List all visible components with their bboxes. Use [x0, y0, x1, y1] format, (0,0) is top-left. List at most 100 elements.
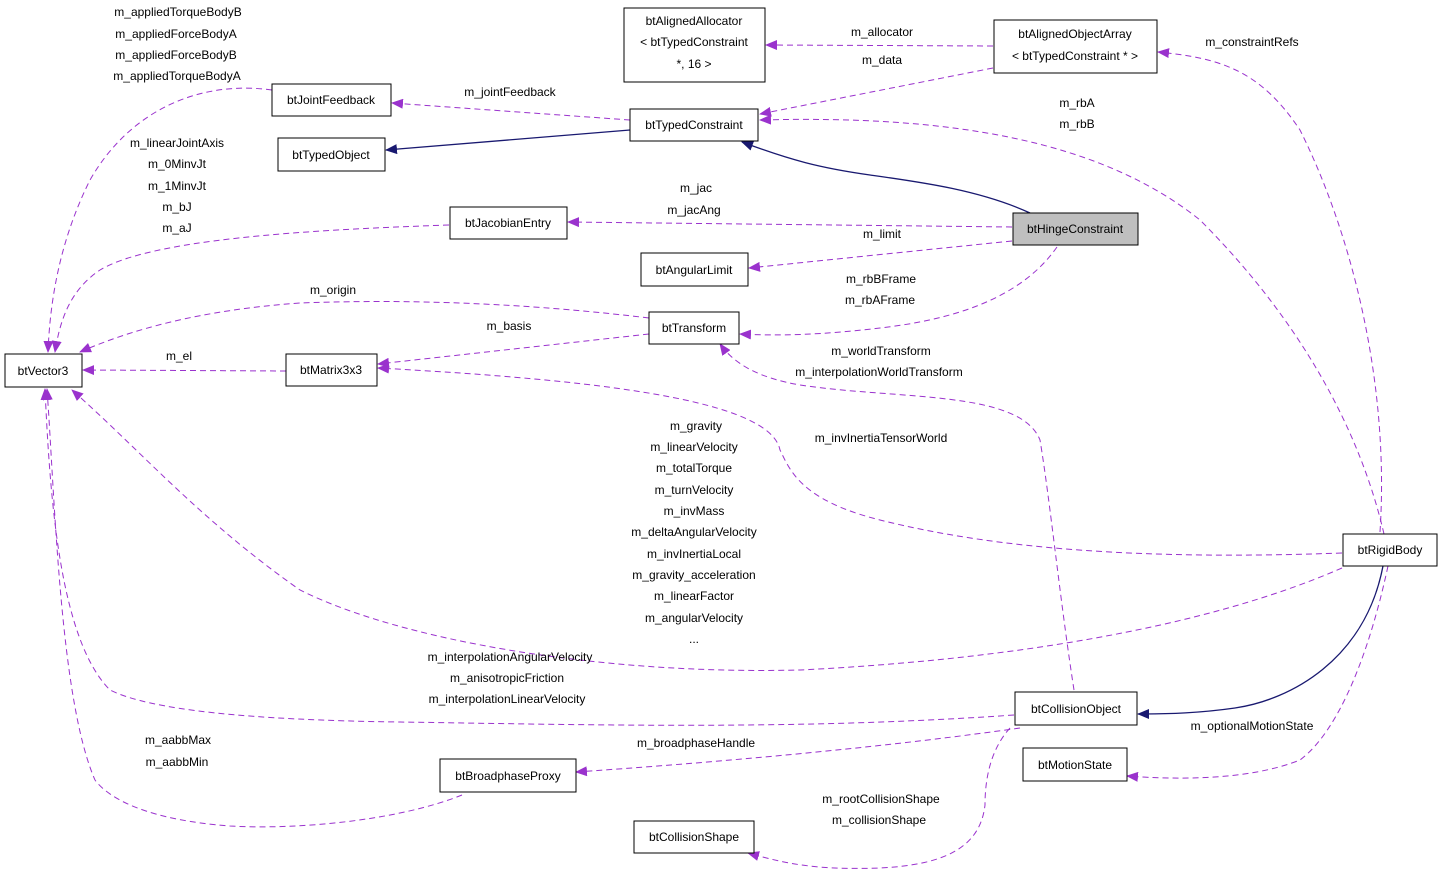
node-label: btVector3 [18, 364, 69, 378]
label-data: m_data [862, 53, 902, 67]
edge-label-text: m_rootCollisionShape [822, 792, 940, 806]
label-basis: m_basis [487, 319, 532, 333]
node-btrigidbody[interactable]: btRigidBody [1342, 533, 1438, 567]
edge-label-text: m_optionalMotionState [1191, 719, 1314, 733]
node-label: btTransform [662, 321, 726, 335]
edge-label-text: m_interpolationAngularVelocity [428, 650, 593, 664]
edge-label-text: m_data [862, 53, 902, 67]
label-origin: m_origin [310, 283, 356, 297]
edge-label-text: m_appliedForceBodyB [115, 48, 236, 62]
edge-label-text: m_jacAng [667, 203, 720, 217]
node-btbroadphaseproxy[interactable]: btBroadphaseProxy [439, 758, 577, 793]
node-label: btTypedObject [292, 148, 370, 162]
edge-collision-shape [747, 727, 1011, 869]
node-btalignedobjectarray[interactable]: btAlignedObjectArray < btTypedConstraint… [993, 19, 1158, 74]
node-btcollisionobject[interactable]: btCollisionObject [1014, 691, 1138, 726]
node-btvector3[interactable]: btVector3 [4, 353, 83, 388]
edge-label-text: m_bJ [162, 200, 191, 214]
edge-constraint-refs [1157, 48, 1383, 533]
edge-label-text: m_basis [487, 319, 532, 333]
node-label: btJointFeedback [287, 93, 376, 107]
label-limit: m_limit [863, 227, 902, 241]
edge-label-text: m_origin [310, 283, 356, 297]
edge-label-text: m_interpolationWorldTransform [795, 365, 962, 379]
node-btjointfeedback[interactable]: btJointFeedback [271, 83, 392, 117]
node-label: btJacobianEntry [465, 216, 551, 230]
edge-label-text: m_invMass [664, 504, 725, 518]
edge-world-transform [719, 343, 1075, 691]
node-label: *, 16 > [676, 57, 711, 71]
node-label: btAngularLimit [656, 263, 733, 277]
edge-label-text: ... [689, 632, 699, 646]
edge-label-text: m_linearFactor [654, 589, 734, 603]
edge-hinge-to-typedconstraint [741, 141, 1031, 214]
edge-label-text: m_jac [680, 181, 712, 195]
edge-label-text: m_0MinvJt [148, 157, 207, 171]
edge-labels: m_allocator m_data m_constraintRefs m_rb… [113, 5, 1313, 827]
edge-rb [759, 114, 1385, 535]
node-btangularlimit[interactable]: btAngularLimit [640, 252, 749, 287]
edge-inv-inertia [377, 363, 1343, 556]
edge-applied [43, 87, 273, 353]
label-allocator: m_allocator [851, 25, 913, 39]
label-jacobian-vec: m_linearJointAxis m_0MinvJt m_1MinvJt m_… [130, 136, 224, 235]
edge-label-text: m_rbAFrame [845, 293, 915, 307]
label-el: m_el [166, 349, 192, 363]
edge-label-text: m_1MinvJt [148, 179, 207, 193]
node-btmatrix3x3[interactable]: btMatrix3x3 [285, 353, 378, 387]
edge-label-text: m_aJ [162, 221, 191, 235]
edge-label-text: m_rbB [1059, 117, 1094, 131]
edge-label-text: m_linearVelocity [650, 440, 737, 454]
node-label: < btTypedConstraint [640, 35, 748, 49]
edge-label-text: m_el [166, 349, 192, 363]
node-label: btBroadphaseProxy [455, 769, 560, 783]
node-label: btCollisionShape [649, 830, 739, 844]
node-label: btTypedConstraint [645, 118, 743, 132]
edge-label-text: m_worldTransform [831, 344, 931, 358]
label-joint-feedback: m_jointFeedback [464, 85, 556, 99]
label-collision-shape: m_rootCollisionShape m_collisionShape [822, 792, 940, 827]
node-label: < btTypedConstraint * > [1012, 49, 1138, 63]
edge-label-text: m_turnVelocity [655, 483, 734, 497]
label-jac: m_jac m_jacAng [667, 181, 720, 217]
nodes: btHingeConstraint btTypedConstraint btTy… [4, 7, 1438, 854]
edge-label-text: m_aabbMin [146, 755, 209, 769]
edge-jac [567, 217, 1013, 228]
edge-label-text: m_aabbMax [145, 733, 211, 747]
node-btjacobianentry[interactable]: btJacobianEntry [449, 206, 568, 240]
edge-jacobian-vec [51, 224, 450, 353]
edge-label-text: m_gravity_acceleration [632, 568, 755, 582]
edge-label-text: m_rbA [1059, 96, 1094, 110]
node-bttypedconstraint[interactable]: btTypedConstraint [629, 108, 759, 142]
edge-label-text: m_angularVelocity [645, 611, 743, 625]
label-aabb: m_aabbMax m_aabbMin [145, 733, 211, 769]
node-label: btRigidBody [1358, 543, 1423, 557]
node-label: btMotionState [1038, 758, 1112, 772]
node-btmotionstate[interactable]: btMotionState [1022, 747, 1128, 782]
node-bttypedobject[interactable]: btTypedObject [277, 137, 386, 172]
label-frames: m_rbBFrame m_rbAFrame [845, 272, 916, 307]
node-btalignedallocator[interactable]: btAlignedAllocator < btTypedConstraint *… [623, 7, 766, 83]
edge-label-text: m_invInertiaTensorWorld [815, 431, 948, 445]
edge-label-text: m_limit [863, 227, 902, 241]
edge-frames [739, 246, 1058, 340]
node-label: btMatrix3x3 [300, 363, 362, 377]
node-label: btCollisionObject [1031, 702, 1122, 716]
edge-label-text: m_appliedForceBodyA [115, 27, 236, 41]
node-bthingeconstraint[interactable]: btHingeConstraint [1012, 212, 1139, 246]
node-bttransform[interactable]: btTransform [648, 311, 740, 345]
edge-label-text: m_gravity [670, 419, 722, 433]
label-rb: m_rbA m_rbB [1059, 96, 1094, 131]
edge-label-text: m_allocator [851, 25, 913, 39]
node-label: btAlignedAllocator [646, 14, 743, 28]
node-btcollisionshape[interactable]: btCollisionShape [633, 820, 755, 854]
node-label: btHingeConstraint [1027, 222, 1124, 236]
edge-label-text: m_interpolationLinearVelocity [429, 692, 586, 706]
edge-el [82, 365, 287, 376]
edge-motion-state [1126, 565, 1389, 782]
label-rigid-vec: m_gravity m_linearVelocity m_totalTorque… [631, 419, 756, 646]
edge-label-text: m_invInertiaLocal [647, 547, 741, 561]
edge-allocator [765, 40, 994, 51]
label-collision-vec: m_interpolationAngularVelocity m_anisotr… [428, 650, 593, 706]
